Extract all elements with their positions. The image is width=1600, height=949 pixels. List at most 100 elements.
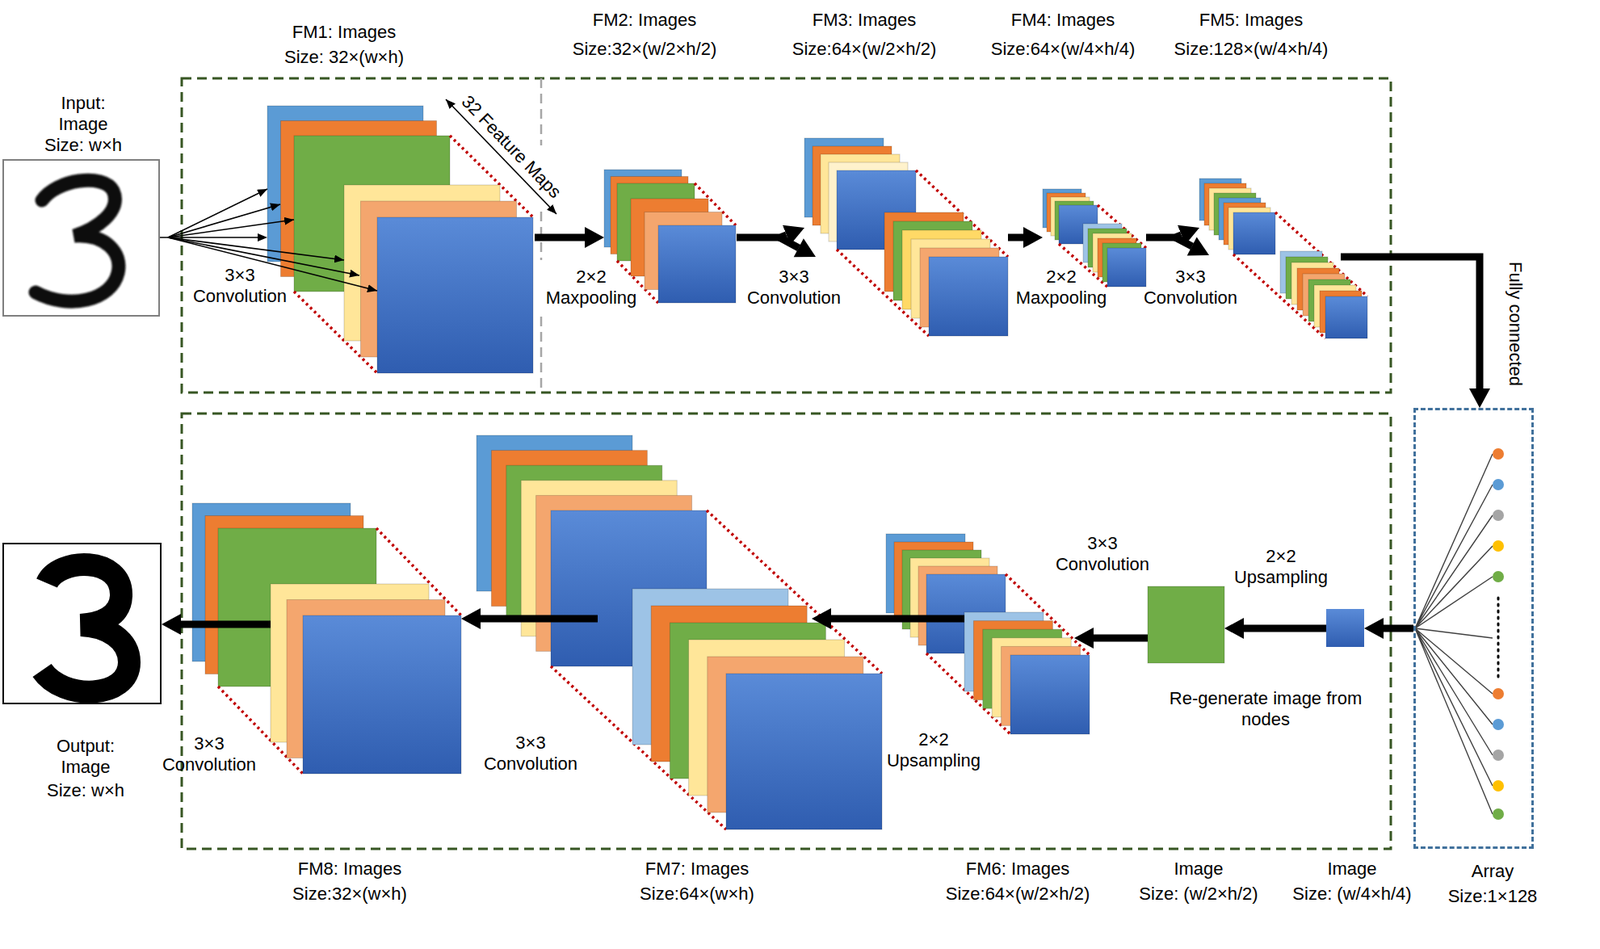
flow-arrow xyxy=(1383,625,1414,633)
fan-arrow xyxy=(167,237,345,261)
feature-map-node: FM8: ImagesSize:32×(w×h) xyxy=(270,583,462,774)
node-text: Size: w×h xyxy=(46,780,125,802)
edge-label: 2×2 Maxpooling xyxy=(1004,266,1118,309)
node-text: Array xyxy=(1471,860,1515,882)
neuron xyxy=(1492,808,1504,820)
annotation: 32 Feature Maps xyxy=(457,91,566,203)
projection-line xyxy=(617,183,736,303)
projection-line xyxy=(293,135,534,374)
node-text: FM4: Images xyxy=(1011,9,1115,31)
projection-line xyxy=(836,170,1008,336)
neuron xyxy=(1492,749,1504,761)
convolution-fan xyxy=(167,188,378,291)
flow-arrow xyxy=(1007,234,1024,242)
flow-arrow xyxy=(1243,625,1327,633)
neuron xyxy=(1492,509,1504,521)
neuron xyxy=(1492,688,1504,700)
flow-arrow xyxy=(1093,634,1148,643)
node-text: Size:32×(w×h) xyxy=(292,883,408,905)
edge-label: 3×3 Convolution xyxy=(1045,533,1160,576)
feature-map xyxy=(1107,247,1147,287)
encoder-region xyxy=(181,78,1391,393)
node-text: Size: (w/2×h/2) xyxy=(1138,883,1258,905)
feature-map xyxy=(1010,655,1090,735)
fully-connected-array: ArraySize:1×128 xyxy=(1413,407,1534,849)
node-text: Size:128×(w/4×h/4) xyxy=(1174,38,1329,60)
node-text: Size:32×(w/2×h/2) xyxy=(572,38,718,60)
edge-label: 3×3 Convolution xyxy=(474,732,588,775)
node-text: FM1: Images xyxy=(292,21,396,43)
image-tile xyxy=(1326,608,1365,647)
feature-map xyxy=(377,217,534,374)
flow-arrow xyxy=(1340,256,1480,389)
flow-arrow xyxy=(180,621,271,629)
node-text: FM7: Images xyxy=(645,858,749,880)
flow-arrow xyxy=(480,615,598,623)
feature-map xyxy=(302,615,462,774)
feature-map-stack xyxy=(267,105,534,374)
node-text: Input: Image xyxy=(42,92,124,135)
fc-links xyxy=(1415,453,1493,815)
node-text: Image xyxy=(1173,858,1223,880)
handwritten-digit xyxy=(35,180,119,302)
feature-map-stacks xyxy=(192,105,1368,830)
fan-arrow xyxy=(167,204,281,238)
neuron xyxy=(1492,718,1504,731)
fc-link xyxy=(1415,453,1493,815)
fork-head xyxy=(1187,236,1210,256)
image-tile-node: ImageSize: (w/4×h/4) xyxy=(1326,608,1365,647)
projection-line xyxy=(1233,212,1368,339)
node-text: FM5: Images xyxy=(1199,9,1303,31)
fc-neurons xyxy=(1492,448,1504,820)
edge-label: 2×2 Upsampling xyxy=(877,729,991,772)
node-text: Image xyxy=(1327,858,1377,880)
edge-label: 3×3 Convolution xyxy=(1133,266,1248,309)
node-text: Size:64×(w×h) xyxy=(639,883,755,905)
feature-map-node: FM7: ImagesSize:64×(w×h) xyxy=(597,588,812,830)
edge-label: Fully connected xyxy=(1504,261,1526,387)
node-text: FM3: Images xyxy=(812,9,916,31)
ellipsis-dots xyxy=(1497,597,1500,681)
neuron xyxy=(1492,478,1504,491)
fan-arrow xyxy=(167,237,360,276)
fan-arrow xyxy=(167,237,378,291)
edge-label: 3×3 Convolution xyxy=(152,733,266,776)
feature-map-node: FM6: ImagesSize:64×(w/2×h/2) xyxy=(964,612,1075,735)
projection-line xyxy=(550,510,882,830)
projection-line xyxy=(218,528,462,774)
node-text: Size: w×h xyxy=(44,134,122,156)
decoder-region xyxy=(181,413,1391,849)
feature-map xyxy=(726,673,882,830)
neuron xyxy=(1492,780,1504,792)
neuron xyxy=(1492,448,1504,460)
flow-arrow xyxy=(534,234,585,242)
node-text: FM2: Images xyxy=(592,9,697,31)
node-text: FM8: Images xyxy=(298,858,402,880)
printed-digit xyxy=(41,564,130,693)
edge-label: 2×2 Maxpooling xyxy=(534,266,648,309)
node-text: Size:64×(w/2×h/2) xyxy=(792,38,937,60)
neuron xyxy=(1492,571,1504,583)
feature-map xyxy=(1325,296,1368,339)
fork-head xyxy=(793,238,816,257)
fork-branch xyxy=(779,236,1210,257)
node-text: Size: (w/4×h/4) xyxy=(1292,883,1412,905)
feature-map xyxy=(1233,212,1276,255)
feature-map-node: FM5: ImagesSize:128×(w/4×h/4) xyxy=(1199,178,1341,339)
feature-map-node: FM1: ImagesSize: 32×(w×h) xyxy=(267,105,535,375)
flow-arrow xyxy=(1146,235,1182,238)
edge-label: 2×2 Upsampling xyxy=(1224,545,1338,588)
fan-arrow xyxy=(167,219,294,238)
node-text: FM6: Images xyxy=(965,858,1070,880)
feature-map-stack xyxy=(192,503,462,774)
image-tile xyxy=(1147,586,1225,664)
neuron xyxy=(1492,540,1504,552)
annotation: Re-generate image from nodes xyxy=(1160,688,1371,731)
dimension-arrow xyxy=(445,99,557,215)
projection-line xyxy=(926,574,1090,735)
flow-arrow xyxy=(831,615,965,623)
